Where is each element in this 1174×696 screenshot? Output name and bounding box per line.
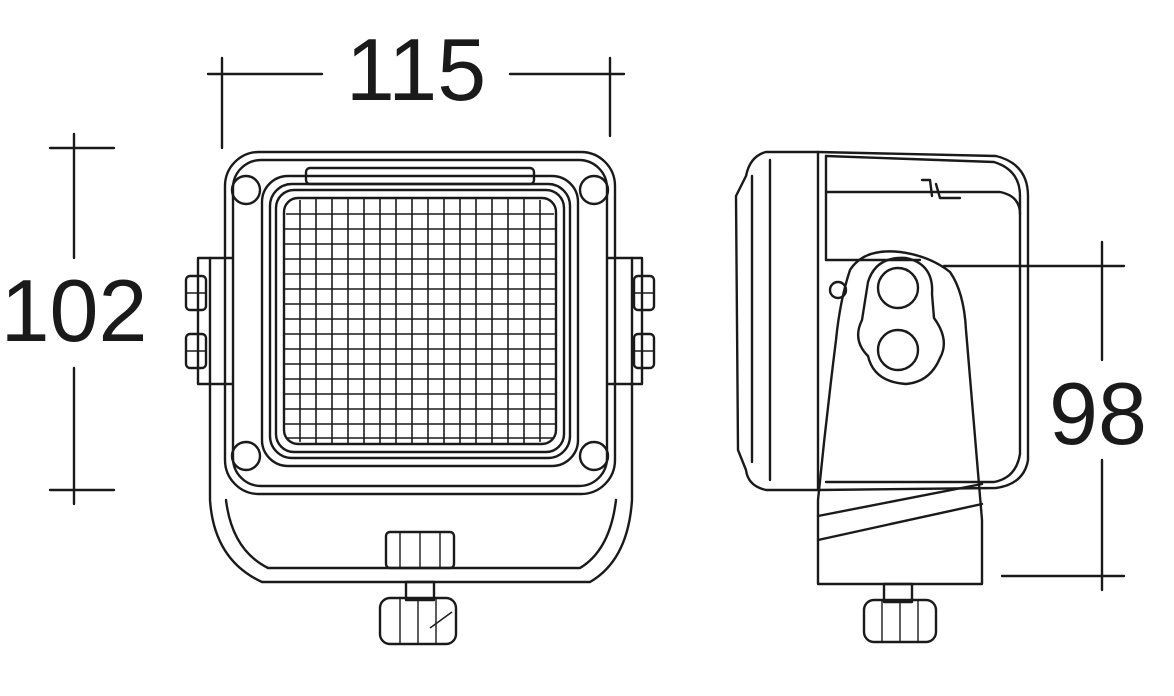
right-bolts (632, 274, 656, 370)
side-bracket (816, 250, 984, 586)
side-height-label: 98 (1049, 364, 1147, 463)
side-view (734, 150, 1030, 644)
bolt-plate (856, 256, 946, 386)
corner-lugs (230, 174, 610, 472)
height-label: 102 (1, 261, 148, 360)
side-height-dimension: 98 (942, 240, 1147, 592)
height-dimension: 102 (1, 132, 148, 506)
mount-bracket (208, 256, 634, 584)
housing-outer (223, 150, 617, 496)
front-view (184, 150, 656, 646)
side-bottom-bolt (862, 582, 938, 644)
body-profile (816, 150, 1030, 492)
left-bracket (196, 256, 234, 386)
right-bracket (606, 256, 644, 386)
pivot-bolt-top (876, 266, 920, 310)
mount-nut (384, 530, 456, 570)
width-dimension: 115 (206, 20, 626, 150)
width-label: 115 (346, 20, 486, 119)
lens (282, 196, 558, 446)
bottom-bolt (378, 580, 458, 646)
bezel-profile (734, 150, 820, 492)
left-bolts (184, 274, 208, 370)
lens-grid (284, 198, 556, 444)
pivot-bolt-bottom (876, 328, 920, 372)
bezel (260, 174, 580, 468)
